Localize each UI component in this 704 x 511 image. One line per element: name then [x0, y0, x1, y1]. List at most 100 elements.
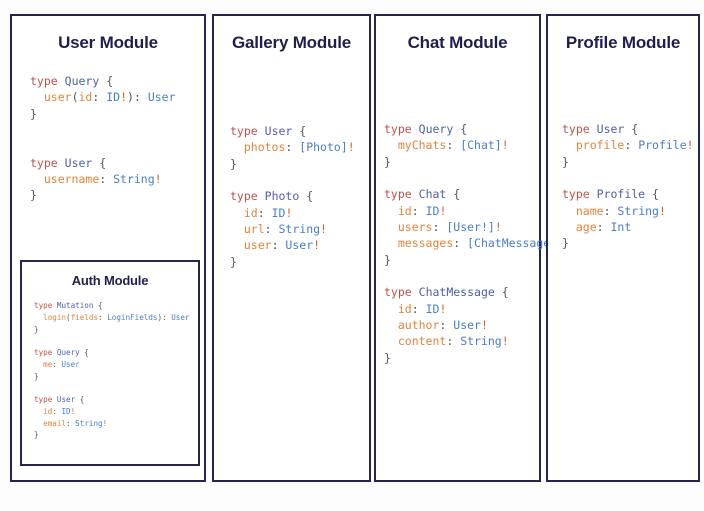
code-token: :: [446, 334, 461, 349]
code-token: profile: [575, 138, 625, 153]
code-line: id: ID!: [384, 301, 539, 317]
code-token: :: [596, 219, 611, 234]
code-token: [384, 236, 398, 250]
code-line: type Photo {: [230, 188, 369, 204]
code-token: :: [271, 238, 286, 253]
module-title-gallery: Gallery Module: [231, 33, 352, 52]
module-code-user: type Query { user(id: ID!): User} type U…: [30, 73, 204, 204]
code-token: type: [384, 285, 412, 300]
code-token: [590, 122, 597, 136]
code-line: username: String!: [30, 171, 204, 187]
code-token: User: [64, 155, 93, 170]
code-line: type Query {: [30, 73, 204, 89]
code-line: }: [30, 187, 204, 203]
module-card-chat[interactable]: Chat Module type Query { myChats: [Chat]…: [374, 14, 564, 482]
code-token: {: [93, 301, 103, 310]
code-token: Query: [64, 74, 100, 88]
code-token: }: [562, 236, 569, 251]
code-token: myChats: [397, 138, 447, 153]
code-token: }: [30, 106, 37, 121]
module-title-chat: Chat Module: [407, 33, 508, 52]
code-line: profile: Profile!: [562, 137, 698, 153]
code-token: !: [154, 171, 162, 186]
code-token: [384, 138, 398, 152]
code-token: String: [113, 171, 155, 186]
code-token: [384, 302, 398, 316]
code-line: [34, 382, 198, 394]
code-token: {: [624, 122, 639, 136]
module-card-auth[interactable]: Auth Module type Mutation { login(fields…: [20, 260, 200, 466]
code-token: [34, 360, 43, 369]
module-card-profile[interactable]: Profile Module type User { profile: Prof…: [546, 14, 700, 482]
code-token: [384, 220, 398, 234]
code-token: ): [157, 312, 163, 322]
code-line: user(id: ID!): User: [30, 89, 204, 105]
code-token: photos: [243, 140, 286, 155]
code-line: type User {: [230, 123, 369, 139]
code-token: User: [147, 90, 176, 105]
code-token: id: [397, 203, 412, 218]
code-token: type: [34, 348, 53, 358]
code-token: :: [133, 90, 148, 105]
code-line: me: User: [34, 359, 198, 371]
code-line: [30, 138, 204, 154]
code-token: id: [43, 406, 53, 416]
code-token: Profile: [638, 138, 687, 153]
module-code-auth: type Mutation { login(fields: LoginField…: [34, 300, 198, 441]
code-token: !: [494, 219, 502, 234]
code-token: !: [70, 406, 76, 416]
code-token: [258, 124, 265, 138]
code-token: id: [78, 90, 93, 105]
code-token: [34, 407, 43, 416]
code-token: }: [34, 324, 39, 334]
code-token: {: [92, 155, 107, 170]
code-token: :: [624, 138, 639, 153]
code-token: Mutation: [56, 301, 94, 310]
code-token: type: [34, 301, 53, 310]
code-line: photos: [Photo]!: [230, 139, 369, 155]
code-token: username: [43, 171, 100, 186]
code-line: id: ID!: [34, 406, 198, 418]
code-token: ID: [61, 406, 71, 416]
code-token: :: [439, 317, 454, 332]
code-token: ID: [271, 205, 286, 220]
code-token: id: [243, 205, 258, 220]
code-token: name: [575, 203, 604, 218]
code-token: }: [230, 254, 237, 269]
code-token: }: [230, 156, 237, 171]
code-line: messages: [ChatMessage]!: [384, 235, 564, 251]
code-token: [258, 189, 265, 203]
code-token: :: [52, 406, 62, 416]
code-line: myChats: [Chat]!: [384, 137, 539, 153]
code-token: String: [617, 203, 659, 218]
code-token: !: [501, 138, 509, 153]
module-card-gallery[interactable]: Gallery Module type User { photos: [Phot…: [212, 14, 371, 482]
code-line: }: [30, 106, 204, 122]
code-token: }: [384, 350, 391, 365]
code-token: :: [432, 219, 447, 234]
code-token: }: [34, 430, 39, 440]
code-token: :: [257, 205, 272, 220]
code-token: !: [501, 334, 509, 349]
code-token: [590, 187, 597, 201]
code-token: !: [285, 205, 293, 220]
code-token: }: [384, 252, 391, 267]
code-token: type: [230, 124, 258, 138]
code-token: :: [66, 418, 76, 428]
module-card-user[interactable]: User Module type Query { user(id: ID!): …: [10, 14, 206, 482]
code-token: messages: [397, 236, 454, 251]
code-line: type User {: [30, 155, 204, 171]
code-token: :: [453, 236, 468, 251]
code-line: email: String!: [34, 418, 198, 430]
code-token: :: [162, 312, 172, 322]
code-line: }: [34, 371, 198, 383]
code-line: }: [384, 252, 539, 268]
code-token: User: [596, 122, 625, 136]
code-token: :: [285, 140, 300, 155]
module-title-user: User Module: [58, 33, 158, 52]
code-token: {: [299, 189, 314, 204]
code-line: }: [34, 429, 198, 441]
code-token: Chat: [418, 187, 447, 202]
code-line: }: [230, 156, 369, 172]
